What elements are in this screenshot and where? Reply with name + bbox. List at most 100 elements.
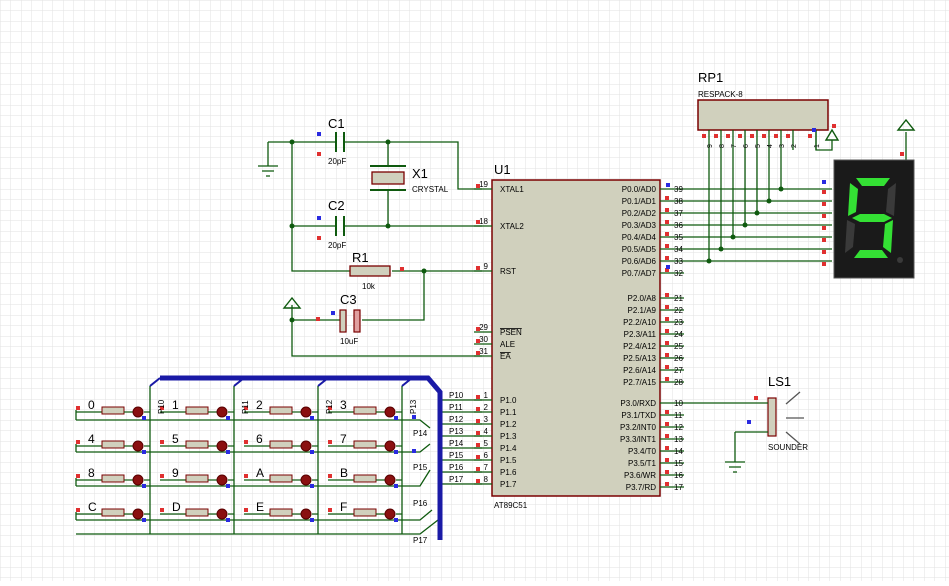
- u1-pin-number: 18: [479, 217, 488, 226]
- segment-dp: [897, 257, 903, 263]
- keypad-button[interactable]: 7: [328, 432, 402, 454]
- u1-chip-body[interactable]: [491, 179, 661, 497]
- power-arrows: [282, 118, 916, 309]
- u1-pin-name: P2.5/A13: [623, 354, 656, 363]
- rp1-pin-number: 3: [779, 144, 786, 148]
- ground-symbols: [258, 165, 745, 473]
- bus-net-label: P16: [449, 463, 464, 472]
- c2-value: 20pF: [328, 241, 346, 250]
- u1-pin-number: 4: [484, 427, 489, 436]
- keypad-button[interactable]: F: [328, 500, 402, 522]
- rp1-ref: RP1: [698, 70, 723, 85]
- keypad-key-label: C: [88, 500, 97, 514]
- u1-pin-number: 2: [484, 403, 489, 412]
- u1-pin-name: P2.3/A11: [624, 330, 657, 339]
- u1-pin-name: P0.0/AD0: [622, 185, 657, 194]
- keypad-key-label: A: [256, 466, 264, 480]
- u1-pin-name: XTAL1: [500, 185, 524, 194]
- c3-value: 10uF: [340, 337, 358, 346]
- u1-pin-name: P3.1/TXD: [621, 411, 656, 420]
- u1-pin-name: P2.0/A8: [628, 294, 657, 303]
- keypad-button[interactable]: 2: [244, 398, 318, 420]
- keypad-button[interactable]: 8: [76, 466, 150, 488]
- u1-pin-name: RST: [500, 267, 516, 276]
- keypad-button[interactable]: 4: [76, 432, 150, 454]
- c2-ref: C2: [328, 198, 345, 213]
- c3-ref: C3: [340, 292, 357, 307]
- c1-value: 20pF: [328, 157, 346, 166]
- u1-pin-name: P0.6/AD6: [622, 257, 657, 266]
- c1-ref: C1: [328, 116, 345, 131]
- rp1-pin-number: 8: [719, 144, 726, 148]
- u1-pin-number: 3: [484, 415, 489, 424]
- keypad-key-label: 8: [88, 466, 95, 480]
- keypad-button[interactable]: D: [160, 500, 234, 522]
- u1-pin-number: 29: [479, 323, 488, 332]
- u1-pin-name: P3.4/T0: [628, 447, 657, 456]
- u1-pin-number: 17: [674, 483, 683, 492]
- u1-pin-number: 7: [484, 463, 489, 472]
- x1-crystal[interactable]: [370, 165, 406, 191]
- pin-markers: [316, 124, 904, 486]
- u1-pin-name: P3.0/RXD: [620, 399, 656, 408]
- u1-pin-number: 31: [479, 347, 488, 356]
- keypad-key-label: 2: [256, 398, 263, 412]
- keypad-button[interactable]: B: [328, 466, 402, 488]
- u1-pin-name: P1.6: [500, 468, 517, 477]
- u1-pins-layer: 19XTAL118XTAL29RST29PSEN30ALE31EA1P1.02P…: [449, 144, 821, 492]
- u1-pin-number: 25: [674, 342, 683, 351]
- keypad-button[interactable]: A: [244, 466, 318, 488]
- keypad-button[interactable]: E: [244, 500, 318, 522]
- keypad-key-label: 6: [256, 432, 263, 446]
- u1-pin-number: 16: [674, 471, 683, 480]
- row-label-p14: P14: [413, 429, 428, 438]
- bus-net-label: P10: [449, 391, 464, 400]
- rp1-pin-number: 2: [791, 144, 798, 148]
- u1-pin-name: P2.7/A15: [623, 378, 656, 387]
- u1-pin-name: P2.4/A12: [623, 342, 656, 351]
- keypad-key-label: D: [172, 500, 181, 514]
- keypad-button[interactable]: 6: [244, 432, 318, 454]
- x1-value: CRYSTAL: [412, 185, 449, 194]
- r1-ref: R1: [352, 250, 369, 265]
- bus-net-label: P11: [449, 403, 463, 412]
- keypad-key-label: F: [340, 500, 347, 514]
- keypad-button[interactable]: C: [76, 500, 150, 522]
- c1-capacitor[interactable]: [330, 132, 350, 152]
- keypad-key-label: E: [256, 500, 264, 514]
- u1-pin-number: 13: [674, 435, 683, 444]
- r1-resistor[interactable]: [349, 265, 391, 277]
- rp1-pin-number: 7: [731, 144, 738, 148]
- keypad-button[interactable]: 0: [76, 398, 150, 420]
- keypad-key-label: 4: [88, 432, 95, 446]
- rp1-resistor-pack[interactable]: [697, 99, 829, 131]
- segment-d: [854, 250, 888, 258]
- u1-pin-name: P2.1/A9: [628, 306, 657, 315]
- x1-ref: X1: [412, 166, 428, 181]
- keypad-button[interactable]: 3: [328, 398, 402, 420]
- bus-net-label: P17: [449, 475, 464, 484]
- segment-a: [856, 178, 890, 186]
- u1-pin-name: P2.2/A10: [623, 318, 656, 327]
- keypad-key-label: 5: [172, 432, 179, 446]
- keypad-button[interactable]: 1: [160, 398, 234, 420]
- bus-net-label: P15: [449, 451, 464, 460]
- ls1-value: SOUNDER: [768, 443, 808, 452]
- keypad-button[interactable]: 9: [160, 466, 234, 488]
- u1-pin-number: 37: [674, 209, 683, 218]
- bus-net-label: P13: [449, 427, 464, 436]
- c3-capacitor[interactable]: [339, 309, 361, 333]
- u1-pin-number: 6: [484, 451, 489, 460]
- keypad-key-label: 9: [172, 466, 179, 480]
- keypad-key-label: 3: [340, 398, 347, 412]
- ls1-sounder[interactable]: [760, 391, 804, 445]
- c2-capacitor[interactable]: [330, 216, 350, 236]
- keypad-button[interactable]: 5: [160, 432, 234, 454]
- u1-pin-number: 9: [484, 262, 489, 271]
- keypad-column-label: P13: [409, 399, 418, 414]
- u1-pin-number: 24: [674, 330, 683, 339]
- bus-net-label: P14: [449, 439, 464, 448]
- keypad-key-label: 7: [340, 432, 347, 446]
